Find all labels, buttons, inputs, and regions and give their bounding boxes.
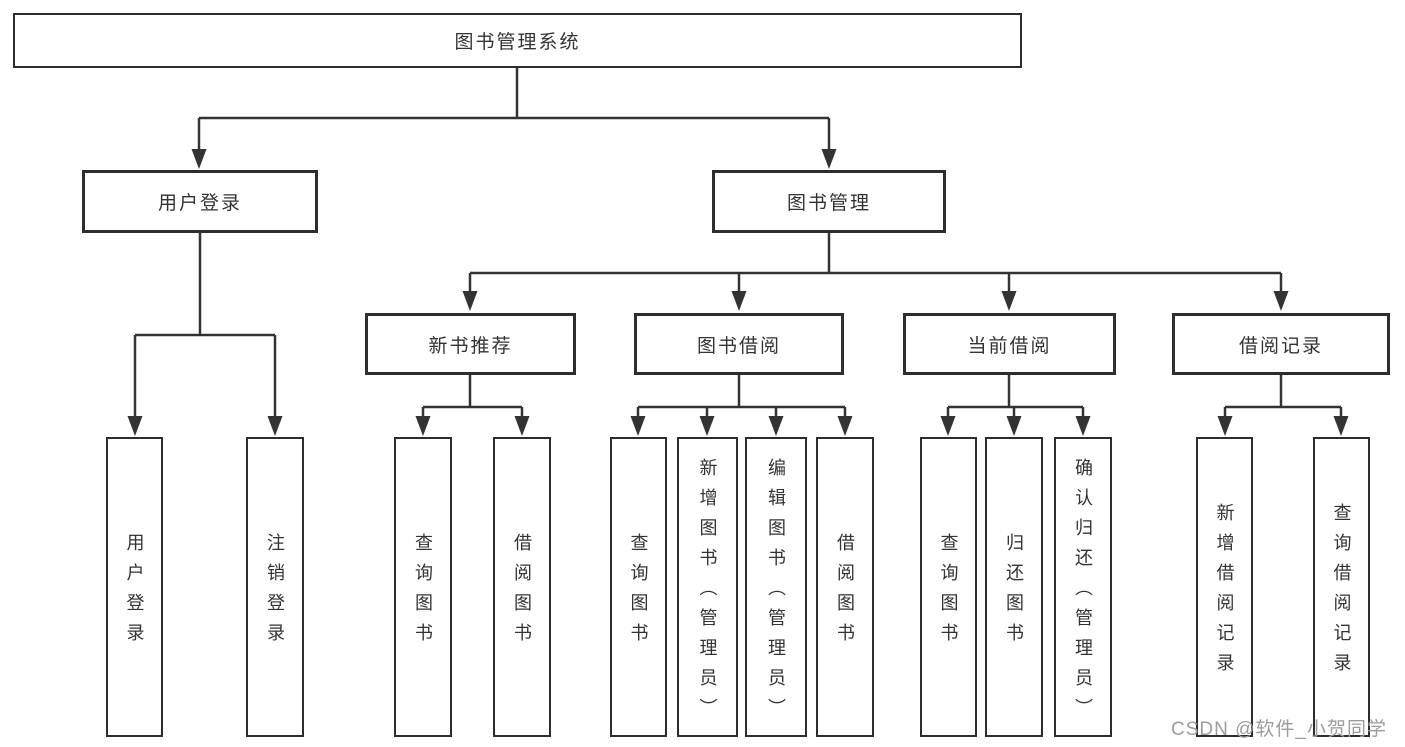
arrow-down-icon	[462, 291, 478, 311]
leaf-current-confirm-return: 确认归还（管理员）	[1054, 437, 1112, 737]
arrow-down-icon	[731, 291, 747, 311]
edge-book-borrowing-children	[636, 375, 847, 418]
arrow-down-icon	[514, 416, 530, 436]
leaf-borrowing-edit-books: 编辑图书（管理员）	[745, 437, 807, 737]
leaf-borrowing-query-books-label: 查询图书	[628, 533, 649, 653]
edge-new-book-recommend-children	[421, 375, 524, 418]
edge-root-to-level2	[197, 68, 831, 151]
leaf-borrowing-add-books-label: 新增图书（管理员）	[697, 458, 718, 728]
node-book-borrowing-label: 图书借阅	[696, 335, 781, 357]
arrow-down-icon	[630, 416, 646, 436]
arrow-down-icon	[267, 416, 283, 436]
leaf-newbook-borrow-books: 借阅图书	[493, 437, 551, 737]
arrow-down-icon	[191, 149, 207, 169]
arrow-down-icon	[1217, 416, 1233, 436]
leaf-records-query-record-label: 查询借阅记录	[1331, 503, 1352, 683]
arrow-down-icon	[699, 416, 715, 436]
leaf-newbook-query-books-label: 查询图书	[413, 533, 433, 653]
arrow-down-icon	[1333, 416, 1349, 436]
leaf-borrowing-query-books: 查询图书	[610, 437, 667, 737]
leaf-current-query-books: 查询图书	[920, 437, 977, 737]
arrow-down-icon	[768, 416, 784, 436]
leaf-borrowing-add-books: 新增图书（管理员）	[677, 437, 738, 737]
arrowhead-icons	[127, 149, 1349, 436]
leaf-current-confirm-return-label: 确认归还（管理员）	[1073, 458, 1093, 728]
leaf-current-return-books: 归还图书	[985, 437, 1043, 737]
leaf-newbook-query-books: 查询图书	[394, 437, 452, 737]
leaf-user-login: 用户登录	[106, 437, 163, 737]
leaf-records-add-record-label: 新增借阅记录	[1214, 503, 1235, 683]
leaf-user-login-label: 用户登录	[124, 533, 145, 653]
arrow-down-icon	[1273, 291, 1289, 311]
edge-borrowing-records-children	[1223, 375, 1343, 418]
node-new-book-recommend-label: 新书推荐	[428, 335, 513, 357]
leaf-current-query-books-label: 查询图书	[938, 533, 959, 653]
leaf-current-return-books-label: 归还图书	[1004, 533, 1024, 653]
arrow-down-icon	[127, 416, 143, 436]
node-book-borrowing: 图书借阅	[634, 313, 844, 375]
arrow-down-icon	[821, 149, 837, 169]
leaf-records-query-record: 查询借阅记录	[1313, 437, 1370, 737]
node-root: 图书管理系统	[13, 13, 1022, 68]
node-book-management-label: 图书管理	[786, 193, 871, 214]
arrow-down-icon	[940, 416, 956, 436]
arrow-down-icon	[1001, 291, 1017, 311]
leaf-borrowing-borrow-books: 借阅图书	[816, 437, 874, 737]
node-current-borrowing: 当前借阅	[903, 313, 1116, 375]
leaf-logout-label: 注销登录	[265, 533, 285, 653]
edge-current-borrowing-children	[946, 375, 1085, 418]
edge-user-login-children	[133, 233, 277, 418]
arrow-down-icon	[1006, 416, 1022, 436]
leaf-logout: 注销登录	[246, 437, 304, 737]
node-book-management: 图书管理	[712, 170, 946, 233]
csdn-watermark: CSDN @软件_小贺同学	[1171, 719, 1387, 740]
node-borrowing-records: 借阅记录	[1172, 313, 1390, 375]
node-current-borrowing-label: 当前借阅	[967, 335, 1052, 357]
node-new-book-recommend: 新书推荐	[365, 313, 576, 375]
node-root-label: 图书管理系统	[454, 32, 581, 53]
edge-book-management-children	[468, 233, 1283, 293]
leaf-borrowing-borrow-books-label: 借阅图书	[835, 533, 855, 653]
node-borrowing-records-label: 借阅记录	[1238, 335, 1323, 357]
arrow-down-icon	[1075, 416, 1091, 436]
edge-paths	[133, 68, 1343, 418]
leaf-newbook-borrow-books-label: 借阅图书	[512, 533, 532, 653]
arrow-down-icon	[837, 416, 853, 436]
node-user-login: 用户登录	[82, 170, 318, 233]
leaf-records-add-record: 新增借阅记录	[1196, 437, 1253, 737]
arrow-down-icon	[415, 416, 431, 436]
leaf-borrowing-edit-books-label: 编辑图书（管理员）	[766, 458, 786, 728]
node-user-login-label: 用户登录	[157, 193, 242, 214]
